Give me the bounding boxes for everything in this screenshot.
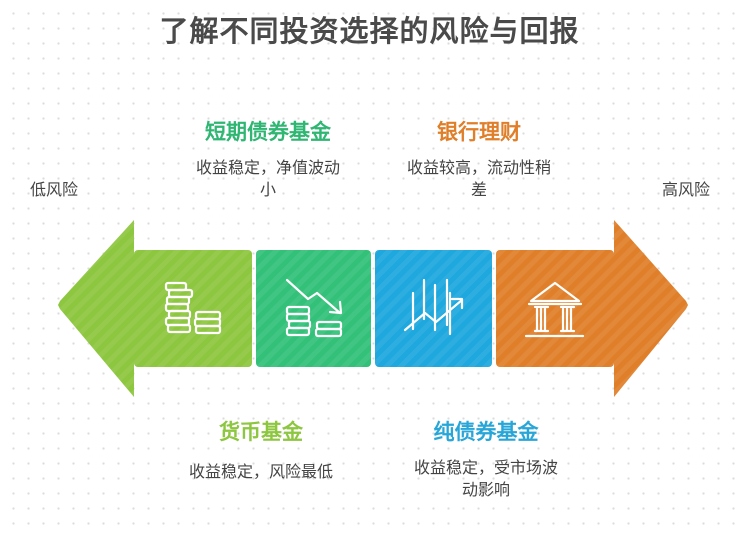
- short-bond-fund-box: [256, 250, 371, 367]
- money-fund-desc-line1: 收益稳定，风险最低: [188, 462, 333, 481]
- left-arrow-head: [58, 220, 134, 397]
- bank-wealth-desc-line1: 收益较高，流动性稍: [406, 158, 551, 177]
- bank-wealth-title: 银行理财: [437, 120, 521, 144]
- right-arrow-head: [614, 220, 688, 397]
- short-bond-fund-title: 短期债券基金: [205, 120, 331, 144]
- page-title: 了解不同投资选择的风险与回报: [159, 14, 580, 48]
- rising-chart-icon: [403, 278, 464, 336]
- declining-coins-icon: [285, 278, 343, 338]
- short-bond-fund-desc: 收益稳定，净值波动 小: [168, 157, 368, 201]
- pure-bond-fund-box: [375, 250, 492, 367]
- high-risk-label: 高风险: [662, 180, 711, 199]
- money-fund-title: 货币基金: [219, 420, 303, 444]
- bank-wealth-box: [496, 250, 614, 367]
- pure-bond-fund-title: 纯债券基金: [433, 420, 539, 444]
- pure-bond-fund-desc-line2: 动影响: [461, 480, 510, 499]
- money-fund-box: [134, 250, 252, 367]
- pure-bond-fund-desc-line1: 收益稳定，受市场波: [413, 458, 558, 477]
- money-fund-desc: 收益稳定，风险最低: [161, 461, 361, 483]
- coin-stack-icon: [164, 281, 222, 335]
- bank-icon: [524, 281, 585, 338]
- low-risk-label: 低风险: [30, 180, 79, 199]
- bank-wealth-desc-line2: 差: [470, 180, 487, 199]
- pure-bond-fund-desc: 收益稳定，受市场波 动影响: [386, 457, 586, 501]
- short-bond-fund-desc-line2: 小: [259, 180, 276, 199]
- bank-wealth-desc: 收益较高，流动性稍 差: [379, 157, 579, 201]
- short-bond-fund-desc-line1: 收益稳定，净值波动: [195, 158, 340, 177]
